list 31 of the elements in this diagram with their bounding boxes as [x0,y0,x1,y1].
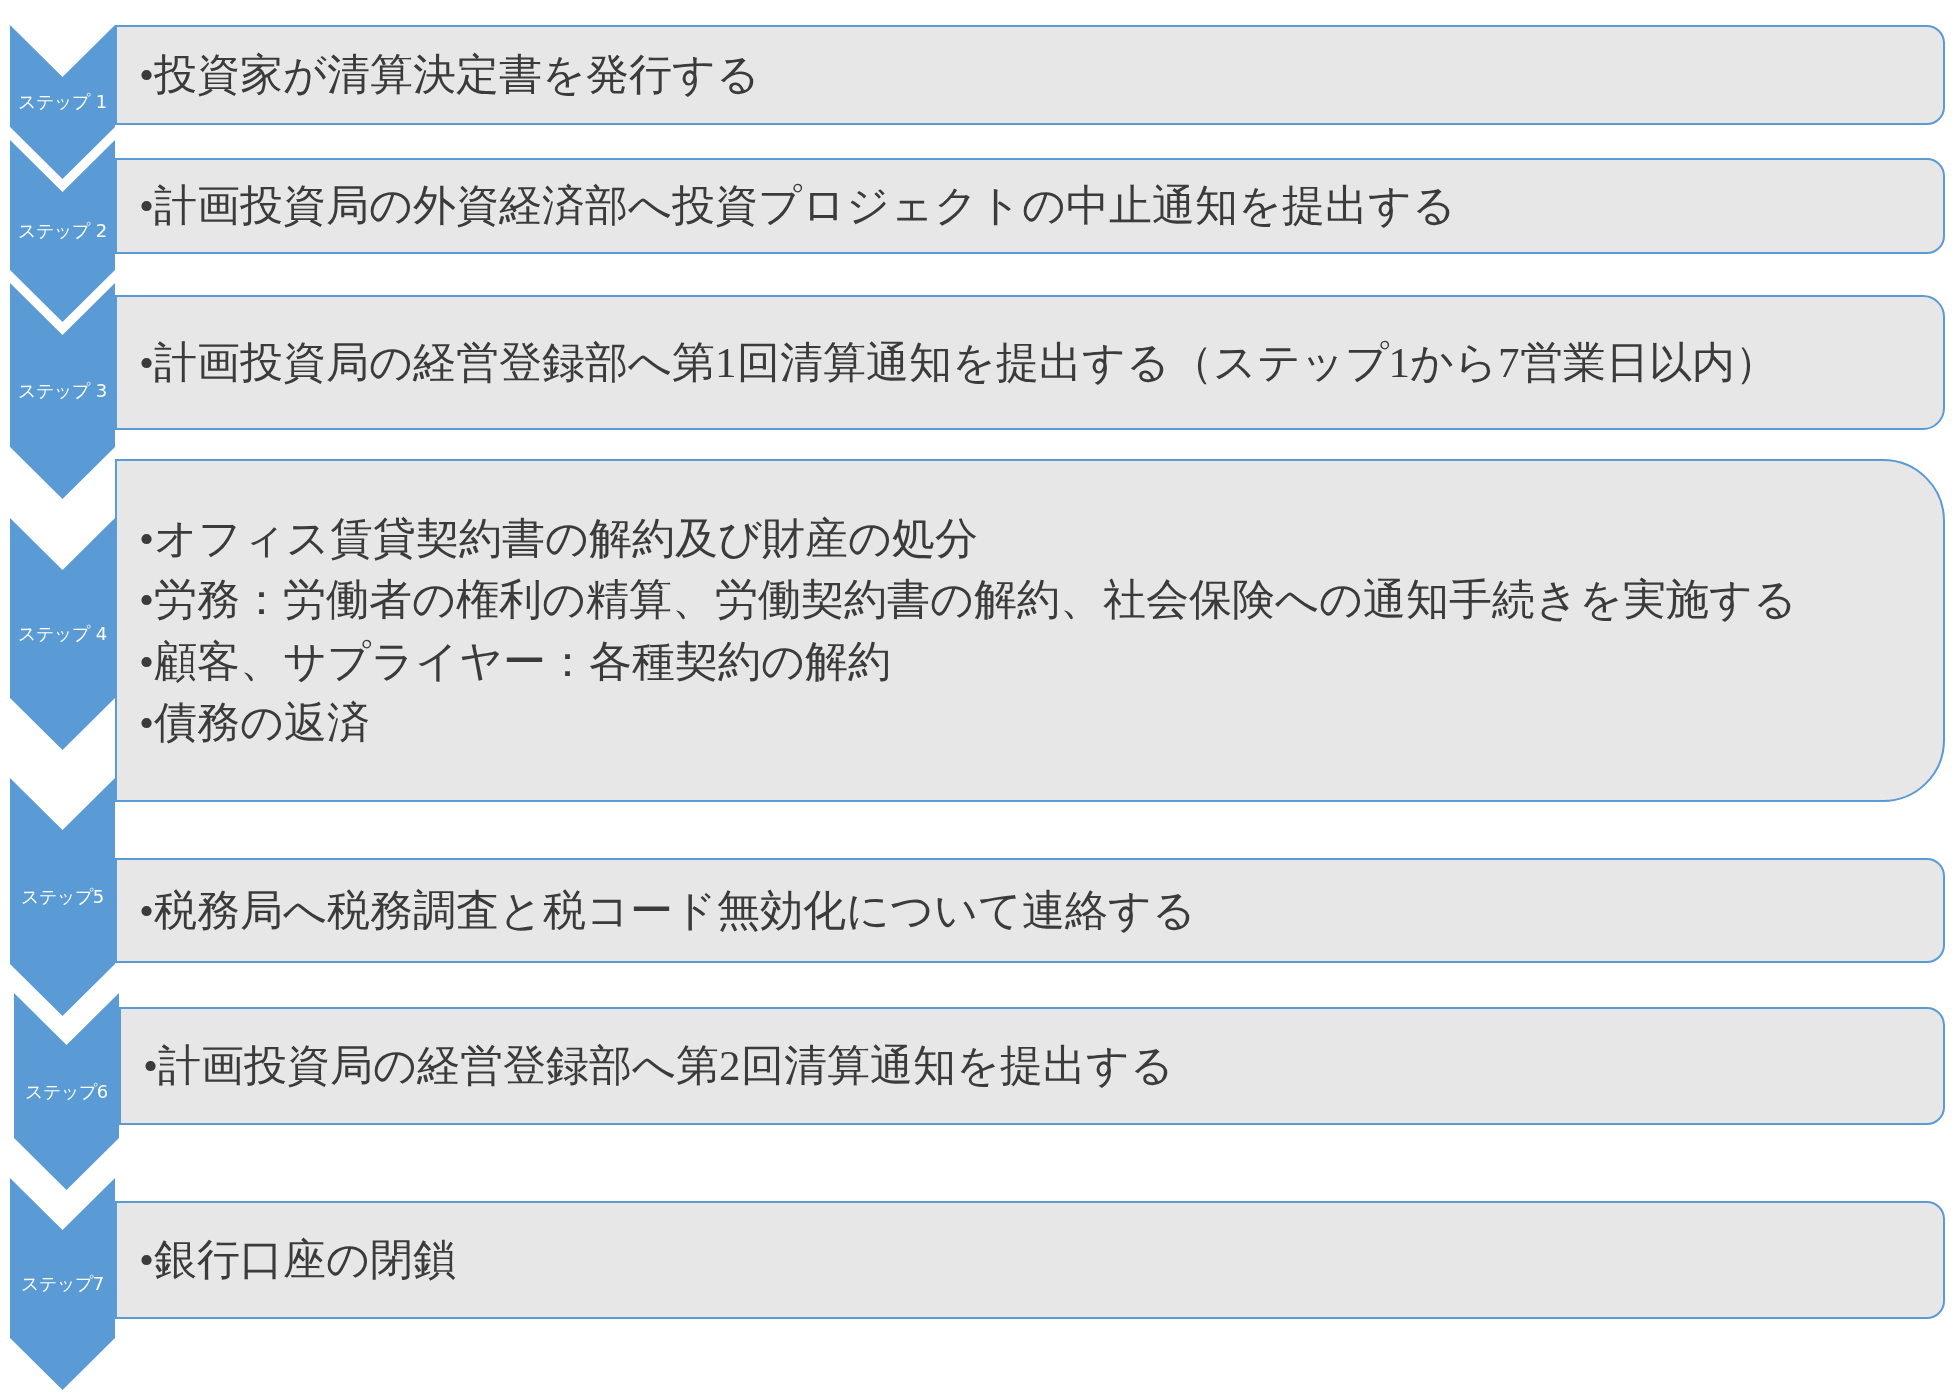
step-text: •税務局へ税務調査と税コード無効化について連絡する [139,885,1197,936]
step-box [119,1007,1945,1125]
step-box [115,295,1945,430]
step-marker [10,140,115,322]
step-label: ステップ 1 [17,91,108,113]
step-label: ステップ5 [20,886,105,908]
step-text: •顧客、サプライヤー：各種契約の解約 [139,636,892,687]
step-text: •銀行口座の閉鎖 [139,1235,457,1286]
step-label: ステップ 2 [17,220,108,242]
step-marker [10,283,115,499]
step-text: •労務：労働者の権利の精算、労働契約書の解約、社会保険への通知手続きを実施する [139,575,1798,626]
step-label: ステップ 3 [17,380,108,402]
step-marker [14,993,119,1190]
step-box [115,25,1945,125]
step-text: •債務の返済 [139,697,371,748]
step-marker [10,25,115,179]
step-text: •オフィス賃貸契約書の解約及び財産の処分 [139,514,979,565]
step-text: •計画投資局の経営登録部へ第1回清算通知を提出する（ステップ1から7営業日以内） [139,337,1778,388]
step-box [115,158,1945,254]
step-text: •計画投資局の経営登録部へ第2回清算通知を提出する [143,1041,1174,1092]
step-marker [10,518,115,750]
step-text: •計画投資局の外資経済部へ投資プロジェクトの中止通知を提出する [139,181,1457,232]
step-marker [10,1178,115,1390]
step-label: ステップ 4 [17,623,108,645]
step-marker [10,778,115,1016]
step-box [115,459,1945,802]
step-box [115,858,1945,963]
step-box [115,1201,1945,1319]
step-text: •投資家が清算決定書を発行する [139,50,761,101]
step-label: ステップ7 [20,1273,105,1295]
step-label: ステップ6 [24,1080,109,1103]
